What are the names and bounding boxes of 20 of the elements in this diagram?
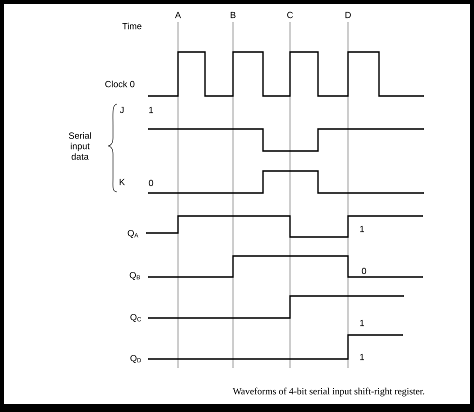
signal-label: Q$_{C}$ — [130, 314, 142, 322]
value-label: 1 — [360, 320, 364, 326]
axis-label: Time — [122, 22, 142, 30]
value-label: 0 — [362, 268, 366, 274]
time-marker-label: C — [287, 12, 293, 18]
value-label: 0 — [148, 180, 154, 186]
time-marker-label: B — [230, 12, 236, 18]
signal-label: Q$_{A}$ — [128, 230, 138, 238]
value-label: 1 — [360, 226, 364, 232]
signal-label: Q$_{B}$ — [130, 272, 140, 280]
signal-label: Q$_{D}$ — [130, 355, 142, 363]
value-label: 1 — [360, 354, 364, 360]
signal-label: K — [120, 178, 125, 186]
signal-group-label: Serial input data — [68, 132, 91, 160]
caption: Waveforms of 4-bit serial input shift-right register. — [232, 388, 424, 396]
time-marker-label: D — [346, 12, 351, 18]
signal-label: Clock 0 — [105, 80, 134, 88]
signal-label: J — [120, 106, 124, 114]
value-label: 1 — [149, 106, 154, 114]
time-marker-label: A — [175, 12, 181, 18]
